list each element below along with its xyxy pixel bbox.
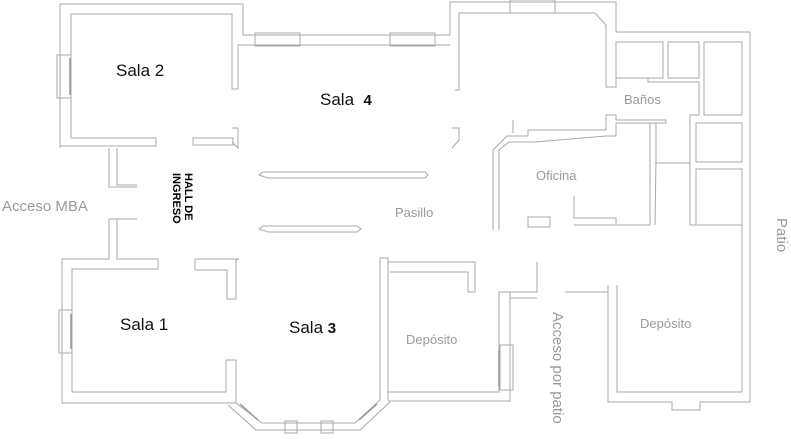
acceso-mba-label: Acceso MBA xyxy=(2,198,88,215)
sala-1-walls xyxy=(58,218,240,404)
room-number: 1 xyxy=(158,315,169,334)
banos-label: Baños xyxy=(624,92,661,107)
oficina-label: Oficina xyxy=(536,168,577,183)
sala-4-label: Sala 4 xyxy=(320,91,372,108)
acceso-por-patio-label: Acceso por patio xyxy=(549,312,566,424)
room-number: 2 xyxy=(154,61,165,80)
room-name: Sala xyxy=(289,318,324,337)
room-number: 4 xyxy=(363,92,372,109)
patio-label: Patio xyxy=(773,218,790,253)
pasillo-walls xyxy=(257,171,429,233)
oficina-walls xyxy=(492,114,667,230)
room-name: Sala xyxy=(120,315,155,334)
pasillo-label: Pasillo xyxy=(395,205,434,220)
room-name: Sala xyxy=(320,90,355,109)
room-name: Sala xyxy=(116,61,151,80)
deposito-1-walls xyxy=(388,261,609,402)
deposito-2-walls xyxy=(616,225,743,393)
hall-line-2: INGRESO xyxy=(170,173,182,224)
sala-1-label: Sala 1 xyxy=(120,316,168,333)
banos-walls xyxy=(615,41,743,226)
hall-line-1: HALL DE xyxy=(182,173,194,221)
sala-3-walls xyxy=(227,257,391,434)
hall-ingreso-label: HALL DE INGRESO xyxy=(170,173,194,224)
deposito-1-label: Depósito xyxy=(406,332,458,347)
deposito-2-label: Depósito xyxy=(640,316,692,331)
sala-4-walls xyxy=(254,0,751,411)
room-number: 3 xyxy=(327,320,337,337)
sala-2-label: Sala 2 xyxy=(116,62,164,79)
sala-3-label: Sala 3 xyxy=(289,319,336,336)
sala-2-walls xyxy=(56,3,450,188)
